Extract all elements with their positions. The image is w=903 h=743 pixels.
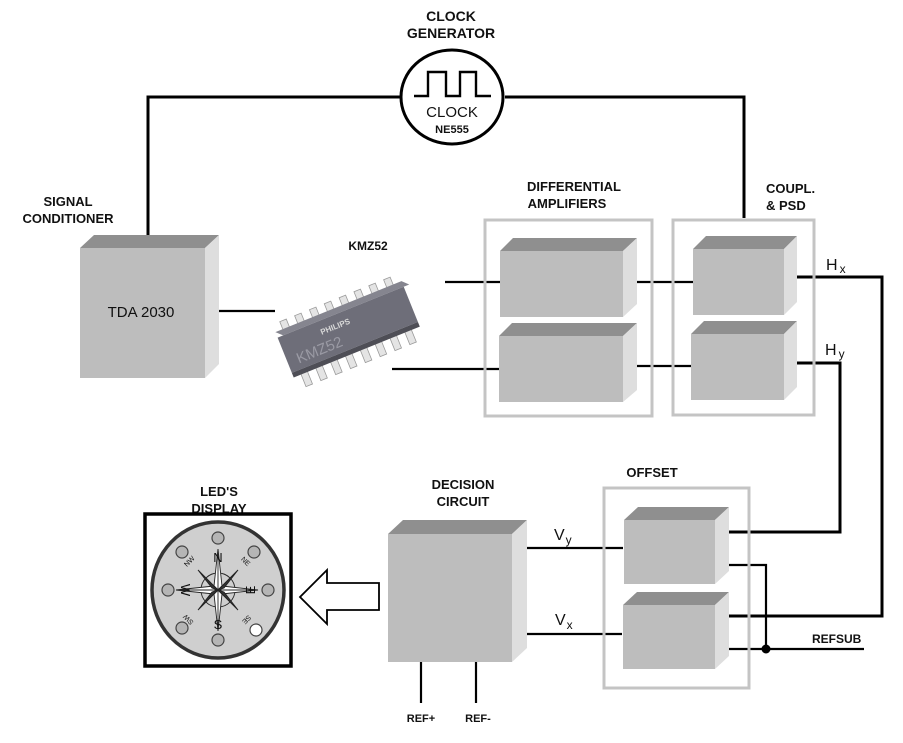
amplifier-block-2 — [499, 323, 637, 402]
led-se-lit — [249, 623, 263, 637]
conditioner-title-line1: SIGNAL — [43, 194, 92, 209]
junction-dot — [761, 644, 771, 654]
led-sw — [175, 621, 189, 635]
display-title-line1: LED'S — [200, 484, 238, 499]
wire-hx — [718, 275, 884, 618]
conditioner-title-line2: CONDITIONER — [23, 211, 115, 226]
psd-title-line1: COUPL. — [766, 181, 815, 196]
chip-package: PHILIPS KMZ52 — [275, 276, 420, 388]
ref-plus-label: REF+ — [407, 713, 435, 725]
decision-title-line1: DECISION — [432, 477, 495, 492]
amps-group-frame — [483, 218, 654, 418]
led-nw — [175, 545, 189, 559]
amps-title-line1: DIFFERENTIAL — [527, 179, 621, 194]
clock-inner-label: CLOCK — [426, 104, 478, 121]
dir-label-n: N — [213, 550, 222, 565]
block-side — [205, 235, 219, 378]
signal-conditioner[interactable]: SIGNAL CONDITIONER TDA 2030 — [23, 194, 220, 378]
dir-label-s: S — [214, 617, 223, 632]
psd-block-1 — [693, 236, 797, 315]
compass-rose-icon — [175, 548, 259, 632]
ref-minus-label: REF- — [465, 713, 491, 725]
led-w — [161, 583, 175, 597]
psd-title-line2: & PSD — [766, 198, 806, 213]
vy-label: Vy — [554, 527, 572, 547]
clock-title-line2: GENERATOR — [407, 25, 495, 41]
sensor-label: KMZ52 — [348, 239, 388, 253]
decision-title-line2: CIRCUIT — [437, 494, 490, 509]
dir-label-se: SE — [240, 613, 252, 625]
decision-block — [388, 534, 512, 662]
offset-block-2 — [623, 592, 729, 669]
led-s — [211, 633, 225, 647]
decision-circuit[interactable]: DECISION CIRCUIT REF+ REF- — [388, 477, 527, 725]
conditioner-block — [80, 248, 205, 378]
psd-group-frame — [671, 218, 816, 417]
wire-offset-ref — [719, 563, 768, 649]
block-side — [512, 520, 527, 662]
amps-title-line2: AMPLIFIERS — [528, 196, 607, 211]
led-ne — [247, 545, 261, 559]
square-wave-icon — [414, 70, 491, 98]
kmz52-sensor[interactable]: KMZ52 PHILIPS KMZ52 — [272, 239, 430, 390]
vx-label: Vx — [555, 612, 573, 632]
led-e — [261, 583, 275, 597]
differential-amplifiers[interactable]: DIFFERENTIAL AMPLIFIERS — [483, 179, 654, 418]
offset-group-frame — [602, 486, 751, 690]
led-display[interactable]: LED'S DISPLAY N S E W NE NW SE SW — [143, 484, 293, 668]
offset-stage[interactable]: OFFSET — [602, 465, 751, 690]
wire-clock-to-conditioner — [146, 95, 400, 242]
psd-block-2 — [691, 321, 797, 400]
amplifier-block-1 — [500, 238, 637, 317]
led-n — [211, 531, 225, 545]
conditioner-chip-label: TDA 2030 — [108, 304, 175, 321]
wire-clock-to-psd — [505, 95, 746, 218]
block-top — [388, 520, 527, 534]
refsub-label: REFSUB — [812, 632, 862, 646]
output-arrow-icon — [298, 567, 380, 627]
dir-label-w: W — [178, 584, 193, 597]
clock-chip-label: NE555 — [435, 124, 469, 136]
block-top — [80, 235, 219, 248]
clock-title-line1: CLOCK — [426, 8, 476, 24]
clock-generator[interactable]: CLOCK GENERATOR CLOCK NE555 — [399, 8, 505, 146]
dir-label-e: E — [243, 585, 258, 594]
offset-block-1 — [624, 507, 729, 584]
coupling-psd[interactable]: COUPL. & PSD — [671, 181, 816, 417]
offset-title: OFFSET — [626, 465, 677, 480]
